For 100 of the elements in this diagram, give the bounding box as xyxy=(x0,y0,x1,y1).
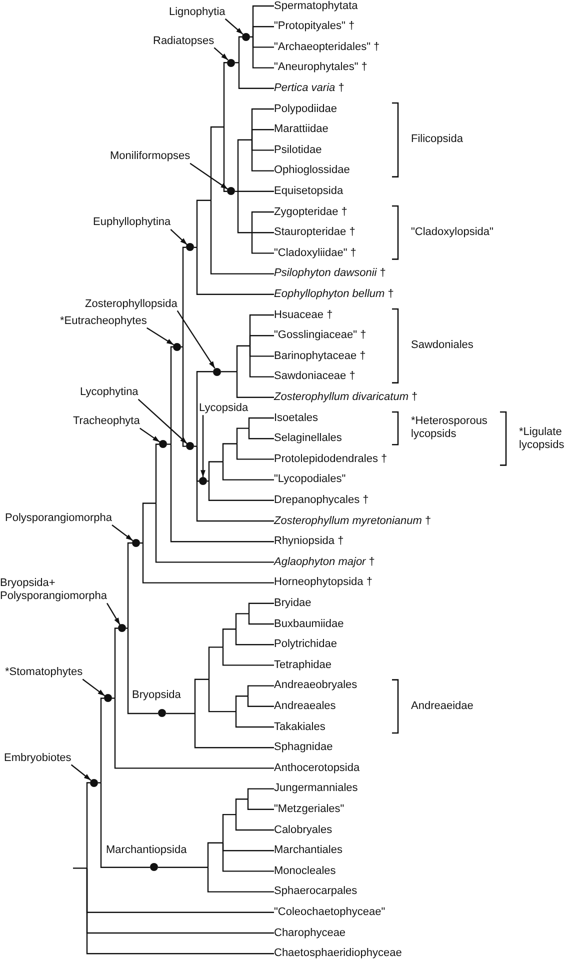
bracket-label: Andreaeidae xyxy=(411,700,474,713)
taxon-name: Psilotidae xyxy=(274,144,322,157)
branch-line xyxy=(155,444,159,504)
branch-line xyxy=(251,211,274,233)
branch-line xyxy=(223,127,227,192)
branch-line xyxy=(247,685,274,696)
taxon-name: Chaetosphaeridiophyceae xyxy=(274,947,402,960)
taxon-name: Equisetopsida xyxy=(274,184,344,198)
clade-name: Radiatopses xyxy=(153,34,214,48)
taxon-name: Andreaeobryales xyxy=(274,679,358,692)
taxon-name: Buxbaumiidae xyxy=(274,618,344,630)
leader-arrow xyxy=(170,228,188,246)
taxon-name: "Lycopodiales" xyxy=(274,473,346,486)
taxon-name: Monocleales xyxy=(274,864,336,878)
branch-line xyxy=(235,696,248,712)
taxon-name: Tetraphidae xyxy=(274,658,332,672)
branch-line xyxy=(181,346,183,348)
bracket-label: Sawdoniales xyxy=(411,339,474,352)
branch-line xyxy=(237,191,252,234)
taxon-name: Sawdoniaceae † xyxy=(274,370,356,384)
taxon-name: Ophioglossidae xyxy=(274,164,350,178)
branch-line xyxy=(210,200,274,274)
branch-line xyxy=(100,782,150,868)
taxon-name: Barinophytaceae † xyxy=(274,350,366,363)
branch-line xyxy=(140,542,143,544)
branch-line xyxy=(252,232,274,234)
branch-line xyxy=(238,190,274,192)
taxon-name: Zosterophyllum myretonianum † xyxy=(274,514,432,528)
branch-line xyxy=(114,698,274,769)
branch-line xyxy=(252,26,274,37)
leader-arrow xyxy=(140,428,160,442)
branch-line xyxy=(235,62,239,64)
dot-icon xyxy=(150,863,158,872)
taxon-name: Aglaophyton major † xyxy=(274,556,375,569)
dot-icon xyxy=(213,368,221,376)
branch-line xyxy=(155,503,274,563)
taxon-name: Sphaerocarpales xyxy=(274,885,358,898)
taxon-name: Polytrichidae xyxy=(274,638,337,652)
taxon-name: Polypodiidae xyxy=(274,102,337,116)
taxon-name: Stauropteridae † xyxy=(274,226,356,240)
dot-icon xyxy=(199,477,207,486)
taxon-name: Takakiales xyxy=(274,720,326,734)
branch-line xyxy=(248,602,274,614)
clade-name: Euphyllophytina xyxy=(93,216,171,230)
dot-icon xyxy=(159,440,167,448)
dot-icon xyxy=(90,778,98,787)
taxon-name: Spermatophytata xyxy=(274,0,358,12)
branch-line xyxy=(248,614,274,625)
branch-line xyxy=(249,346,274,378)
dot-icon xyxy=(104,694,112,702)
branch-line xyxy=(194,246,197,248)
taxon-name: "Cladoxyliidae" † xyxy=(274,246,356,260)
bracket-label: *Ligulate lycopsids xyxy=(519,426,564,452)
clade-name: Marchantiopsida xyxy=(106,844,187,858)
dot-icon xyxy=(186,243,194,252)
leader-arrow xyxy=(82,678,106,696)
branch-line xyxy=(238,36,242,63)
branch-line xyxy=(208,679,236,712)
taxon-name: Rhyniopsida † xyxy=(274,535,344,548)
branch-line xyxy=(208,461,223,482)
leader-arrow xyxy=(138,398,188,444)
branch-line xyxy=(98,782,101,784)
branch-line xyxy=(236,345,250,372)
branch-line xyxy=(207,480,209,482)
leader-arrow xyxy=(200,415,206,478)
dot-icon xyxy=(242,32,250,41)
branch-line xyxy=(73,868,87,869)
branch-line xyxy=(196,371,213,446)
taxon-name: Zosterophyllum divaricatum † xyxy=(274,390,418,404)
leader-arrow xyxy=(112,524,134,542)
leader-arrow xyxy=(224,18,244,35)
branch-line xyxy=(167,444,171,445)
branch-line xyxy=(196,247,274,295)
branch-line xyxy=(207,842,223,868)
bracket-label: Filicopsida xyxy=(411,133,463,146)
branch-line xyxy=(196,446,274,522)
taxon-name: Eophyllophyton bellum † xyxy=(274,288,394,301)
branch-line xyxy=(251,129,274,140)
branch-line xyxy=(210,126,224,200)
branch-line xyxy=(222,647,274,666)
taxon-name: "Aneurophytales" † xyxy=(274,61,368,74)
branch-line xyxy=(249,335,274,346)
taxon-name: "Coleochaetophyceae" xyxy=(274,906,386,919)
taxon-name: Calobryales xyxy=(274,824,332,836)
clade-name: Bryopsida+ Polysporangiomorpha xyxy=(0,577,107,604)
branch-line xyxy=(194,446,197,447)
leader-arrow xyxy=(176,310,216,369)
clade-name: Tracheophyta xyxy=(73,415,140,428)
taxon-name: Andreaeales xyxy=(274,700,336,713)
branch-line xyxy=(236,372,274,398)
dot-icon xyxy=(158,709,166,718)
branch-line xyxy=(194,713,274,748)
taxon-name: Zygopteridae † xyxy=(274,206,348,218)
dot-icon xyxy=(227,187,235,196)
taxon-name: Protolepidodendrales † xyxy=(274,452,388,466)
branch-line xyxy=(208,481,274,501)
branch-line xyxy=(237,139,252,192)
branch-line xyxy=(222,628,236,648)
branch-line xyxy=(250,36,253,38)
branch-line xyxy=(86,868,274,954)
